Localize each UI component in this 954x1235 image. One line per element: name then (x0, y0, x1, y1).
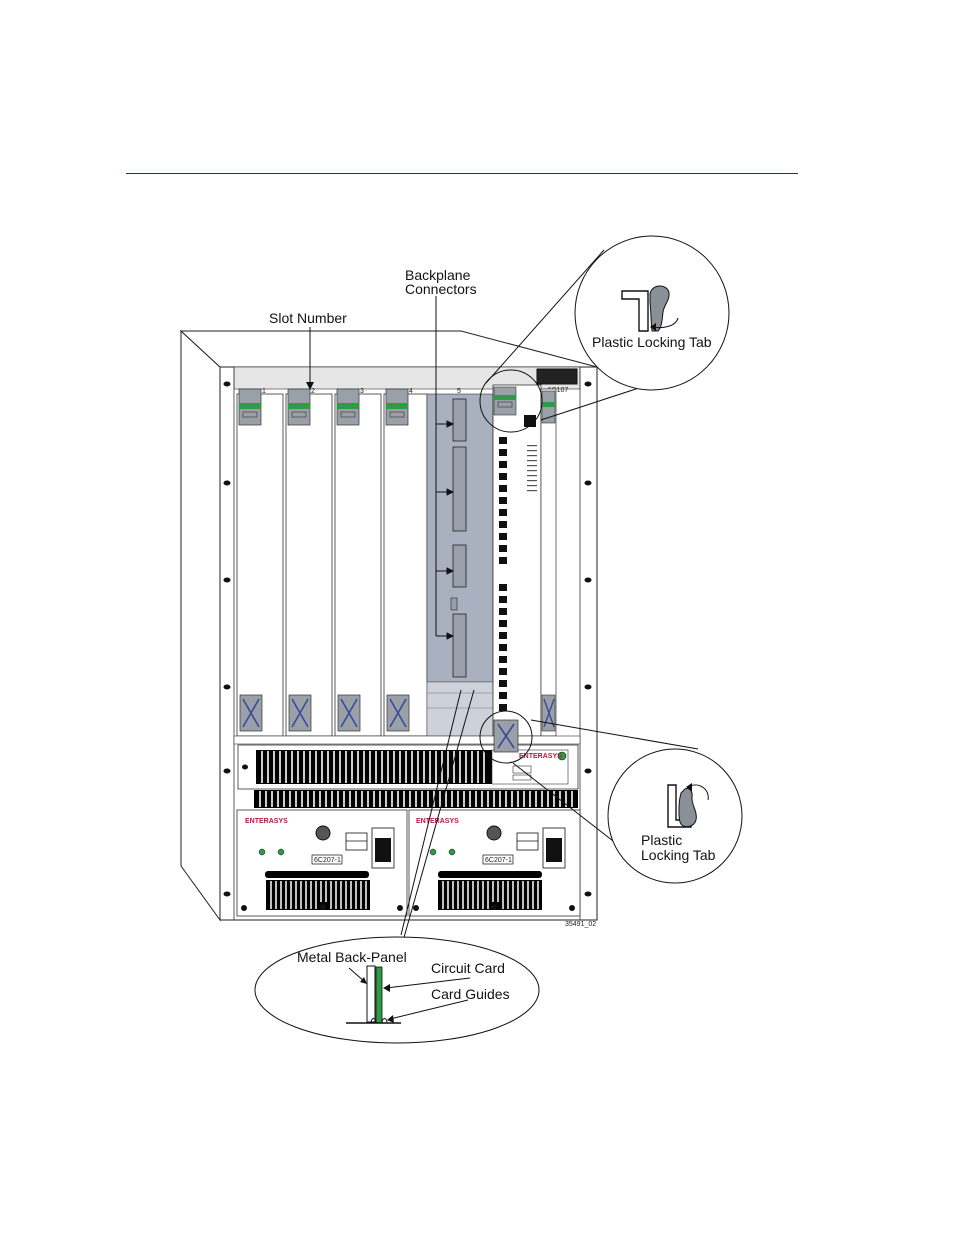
slot-number-2: 2 (311, 388, 315, 395)
module-ports-lower (499, 584, 507, 711)
ps-right-model: 6C207-1 (485, 857, 512, 864)
circuit-card-icon (375, 966, 383, 1024)
metal-back-panel-icon (366, 965, 376, 1023)
top-tab-callout (479, 235, 730, 433)
grille-slots (259, 751, 573, 807)
power-supply-left: ENTERASYS 6C207-1 (236, 809, 408, 917)
slot-number-label: Slot Number (269, 310, 347, 326)
backplane-area (426, 393, 494, 737)
circuit-card-label: Circuit Card (431, 960, 505, 976)
top-tab-bracket-icon (621, 290, 649, 332)
card-guide-detail (254, 689, 540, 1044)
card-guides-label: Card Guides (431, 986, 510, 1002)
ps-right-grille (438, 880, 542, 910)
ps-left-grille (266, 880, 370, 910)
power-supply-right: ENTERASYS 6C207-1 (408, 809, 581, 917)
figure-id-label: 35491_02 (565, 921, 596, 928)
installed-module: 6C107 (492, 368, 578, 737)
ps-left-brand: ENTERASYS (245, 818, 288, 825)
bottom-tab-callout (479, 710, 743, 884)
module-led-matrix (527, 445, 537, 492)
ps-right-brand: ENTERASYS (416, 818, 459, 825)
plastic-locking-tab-bottom-label-1: Plastic (641, 832, 682, 848)
metal-back-panel-label: Metal Back-Panel (297, 949, 407, 965)
backplane-leader-lines (435, 296, 455, 640)
slot-number-5: 5 (457, 388, 461, 395)
bottom-locking-tab-icon (678, 788, 697, 828)
slot-number-arrowhead (306, 382, 314, 390)
slot-number-4: 4 (409, 388, 413, 395)
slot-bottom-tabs (239, 694, 410, 732)
fan-brand-label: ENTERASYS (519, 753, 562, 760)
module-model-label: 6C107 (548, 387, 569, 394)
header-rule (126, 173, 798, 174)
rail-mounting-holes (223, 381, 592, 897)
top-locking-tab-icon (649, 285, 670, 332)
plastic-locking-tab-top-label: Plastic Locking Tab (592, 334, 712, 350)
slot-number-3: 3 (360, 388, 364, 395)
ps-left-model: 6C207-1 (314, 857, 341, 864)
backplane-connectors-label-2: Connectors (405, 281, 477, 297)
slot-top-tabs (238, 388, 409, 426)
slot-numbers: 1 2 3 4 5 (262, 388, 461, 395)
backplane-connectors-label-1: Backplane (405, 267, 471, 283)
plastic-locking-tab-bottom-label-2: Locking Tab (641, 847, 716, 863)
slot-covers (236, 393, 428, 737)
ps-grille-slots (270, 881, 539, 909)
module-ports-upper (499, 437, 507, 564)
slot-number-1: 1 (262, 388, 266, 395)
